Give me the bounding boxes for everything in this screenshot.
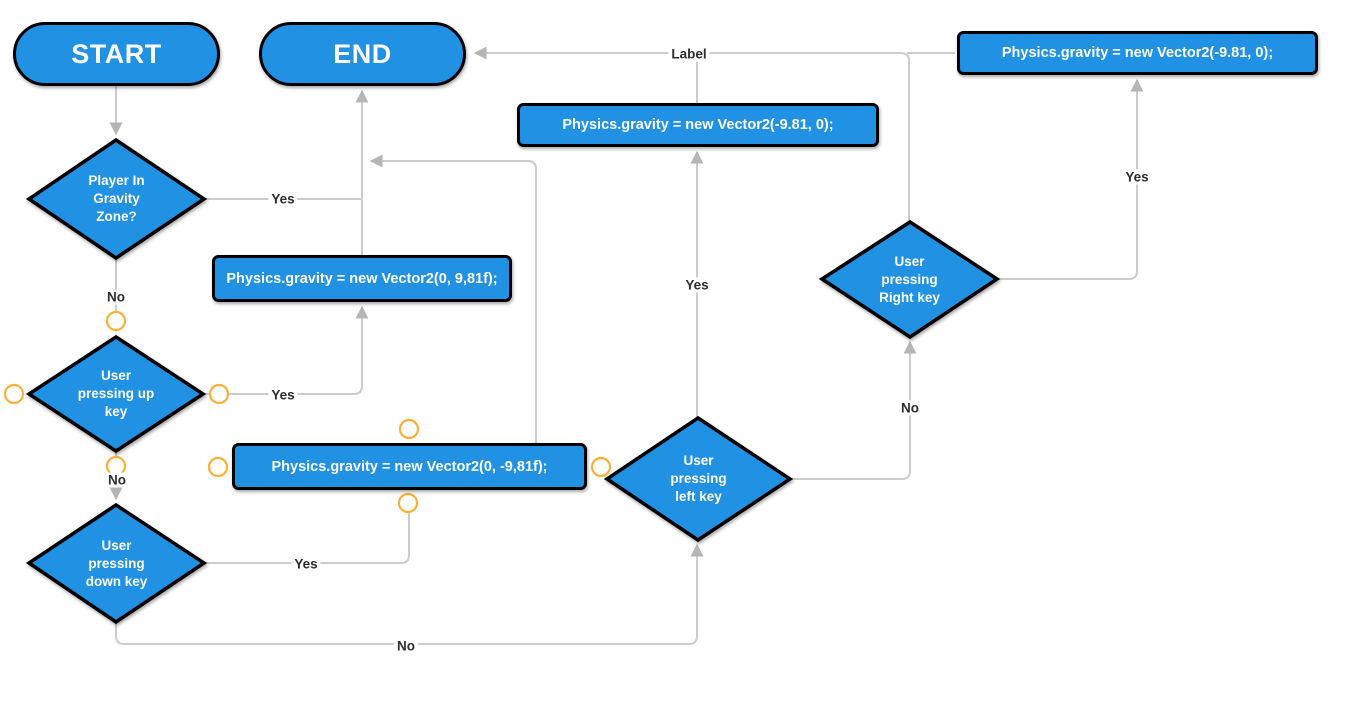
connection-point-gravity-down-bottom[interactable] (397, 492, 419, 514)
connection-point-gravity-down-top[interactable] (398, 418, 420, 440)
edge-label-down-key-yes[interactable]: Yes (291, 556, 321, 572)
edge-label-left-key-yes[interactable]: Yes (682, 277, 712, 293)
node-set-gravity-left-top[interactable]: Physics.gravity = new Vector2(-9.81, 0); (957, 31, 1318, 75)
connection-points (3, 310, 612, 514)
set-gravity-left-top-rect-shape (957, 31, 1318, 75)
node-shapes (13, 22, 1318, 625)
edge-label-up-key-yes[interactable]: Yes (268, 387, 298, 403)
edge-label-end[interactable]: Label (668, 46, 710, 62)
connection-point-up-key-top[interactable] (105, 310, 127, 332)
edge-label-gravity-zone-no[interactable]: No (104, 289, 128, 305)
set-gravity-left-mid-label: Physics.gravity = new Vector2(-9.81, 0); (562, 117, 834, 133)
edge-label-up-key-no[interactable]: No (105, 472, 129, 488)
end-label: END (333, 38, 392, 69)
edge-label-down-key-no[interactable]: No (394, 638, 418, 654)
connection-point-gravity-down-right[interactable] (590, 456, 612, 478)
node-end[interactable]: END (259, 22, 466, 86)
set-gravity-down-rect-shape (232, 443, 587, 490)
node-player-in-gravity-zone[interactable]: Player In Gravity Zone? (29, 140, 204, 258)
node-set-gravity-down[interactable]: Physics.gravity = new Vector2(0, -9,81f)… (232, 443, 587, 490)
node-set-gravity-up[interactable]: Physics.gravity = new Vector2(0, 9,81f); (212, 255, 512, 302)
up-key-diamond-shape (25, 334, 207, 454)
left-key-label: User pressing left key (670, 453, 727, 504)
right-key-diamond-shape (818, 219, 1001, 340)
connection-point-up-key-right[interactable] (208, 383, 230, 405)
node-start[interactable]: START (13, 22, 220, 86)
edge-right-key-yes[interactable] (997, 78, 1144, 280)
start-node-shape (13, 22, 220, 86)
connection-point-up-key-left[interactable] (3, 383, 25, 405)
edge-label-gravity-zone-yes[interactable]: Yes (268, 191, 298, 207)
node-user-pressing-down-key[interactable]: User pressing down key (29, 505, 204, 622)
start-label: START (71, 38, 162, 69)
node-user-pressing-up-key[interactable]: User pressing up key (29, 337, 203, 451)
down-key-label: User pressing down key (85, 537, 148, 589)
edge-label-right-key-yes[interactable]: Yes (1122, 169, 1152, 185)
edge-right-key-to-end[interactable] (473, 46, 910, 222)
set-gravity-down-label: Physics.gravity = new Vector2(0, -9,81f)… (271, 458, 548, 475)
edge-label-left-key-no[interactable]: No (898, 400, 922, 416)
set-gravity-left-mid-rect-shape (517, 103, 879, 147)
gravity-zone-label: Player In Gravity Zone? (88, 173, 145, 224)
connection-point-gravity-down-left[interactable] (207, 456, 229, 478)
edge-up-key-yes[interactable] (203, 305, 369, 395)
gravity-zone-diamond-shape (25, 137, 208, 261)
end-node-shape (259, 22, 466, 86)
down-key-diamond-shape (25, 502, 208, 625)
set-gravity-up-label: Physics.gravity = new Vector2(0, 9,81f); (226, 270, 498, 287)
set-gravity-left-top-label: Physics.gravity = new Vector2(-9.81, 0); (1001, 45, 1274, 61)
edge-down-key-yes[interactable] (204, 493, 416, 564)
edge-left-key-no[interactable] (790, 340, 917, 480)
left-key-diamond-shape (603, 415, 794, 543)
node-user-pressing-right-key[interactable]: User pressing Right key (822, 222, 997, 337)
node-set-gravity-left-mid[interactable]: Physics.gravity = new Vector2(-9.81, 0); (517, 103, 879, 147)
right-key-label: User pressing Right key (879, 253, 940, 305)
set-gravity-up-rect-shape (212, 255, 512, 302)
up-key-label: User pressing up key (77, 368, 155, 419)
node-user-pressing-left-key[interactable]: User pressing left key (607, 418, 790, 540)
edge-set-gravity-down-out[interactable] (369, 154, 537, 443)
